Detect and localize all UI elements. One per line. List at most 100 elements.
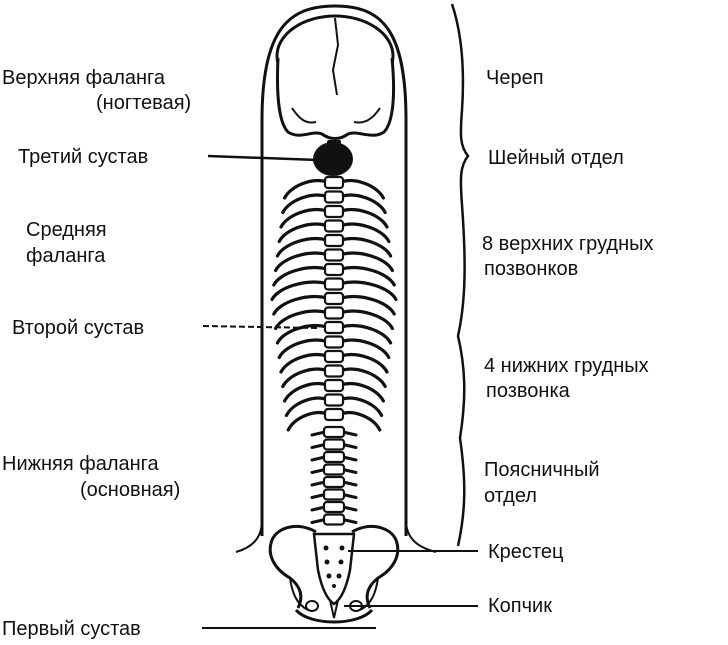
label-upper-phalanx: Верхняя фаланга [2,67,166,89]
cervical-vertebra [327,140,341,145]
label-coccyx: Копчик [488,595,552,617]
rib-left [281,193,329,215]
rib-right [339,237,393,258]
rib-left [272,295,329,316]
label-lumbar-1: Поясничный [484,459,600,481]
lumbar-vertebra [322,463,346,476]
rib-right [339,193,387,215]
pointer-third-joint [207,154,319,162]
label-third-joint: Третий сустав [18,146,148,168]
label-first-joint: Первый сустав [2,618,141,640]
lumbar-vertebra [322,425,346,439]
pubis [294,608,374,624]
pelvis-hip-left [289,577,309,611]
vertebra [323,291,345,306]
rib-right [339,382,385,403]
rib-right [339,280,398,302]
region-brace [450,3,470,547]
label-second-joint: Второй сустав [12,317,144,339]
skull-base [291,107,381,124]
pointer-second-joint [202,325,319,329]
rib-right [339,309,394,331]
vertebra [323,407,345,422]
lumbar-vertebra [322,438,346,451]
label-middle-phalanx-2: фаланга [26,245,106,267]
vertebra [323,378,345,393]
rib-right [339,411,382,432]
rib-left [283,179,329,200]
rib-left [284,396,329,418]
vertebra [323,320,345,335]
rib-right [339,367,387,389]
rib-left [275,237,329,258]
finger-outline [260,4,408,536]
lumbar-vertebra [322,488,346,501]
label-lower-phalanx: Нижняя фаланга [2,453,160,475]
rib-right [339,208,389,229]
label-lower-thoracic-2: позвонка [486,380,571,402]
label-sacrum: Крестец [488,541,563,563]
rib-left [274,309,329,331]
lumbar-process [310,430,358,437]
label-lumbar-2: отдел [484,485,537,507]
pelvis-left-wing [268,524,317,609]
rib-left [274,251,329,273]
skull [275,14,396,140]
rib-right [339,324,393,345]
sacrum-foramina [323,545,345,588]
rib-left [281,367,329,389]
lumbar-vertebra [322,513,346,526]
rib-right [339,251,394,273]
rib-right [339,338,391,360]
rib-right [339,396,384,418]
vertebral-column [270,140,398,526]
pelvis-hip-right [359,577,379,611]
finger-base-flare-left [235,519,263,553]
rib-left [277,222,329,244]
vertebra [323,277,345,291]
finger-base-flare-right [405,519,437,553]
sacrum-shape [312,532,356,606]
vertebra [323,204,345,219]
lumbar-process [310,480,358,487]
rib-left [279,353,329,374]
vertebra [323,306,345,320]
label-lower-thoracic-1: 4 нижних грудных [484,355,649,377]
vertebra [323,190,345,204]
label-upper-phalanx-note: (ногтевая) [96,92,191,114]
label-upper-thoracic-1: 8 верхних грудных [482,233,654,255]
lumbar-process [310,493,358,499]
rib-left [286,411,329,432]
label-skull: Череп [486,67,544,89]
vertebra [323,248,345,262]
vertebra [323,335,345,349]
vertebra [323,349,345,364]
rib-left [283,382,329,403]
skull-suture [331,17,340,96]
vertebra [323,393,345,407]
lumbar-process [310,518,358,524]
cervical-vertebra [327,147,341,152]
lumbar-process [310,443,358,449]
pelvis-right-wing [351,524,400,609]
lumbar-vertebra [322,500,346,514]
rib-right [339,179,385,200]
label-cervical: Шейный отдел [488,147,624,169]
lumbar-process [310,455,358,462]
rib-right [339,266,396,287]
vertebra [323,262,345,277]
skull-cranium [276,57,396,140]
vertebra [323,175,345,190]
vertebra [323,233,345,248]
label-upper-thoracic-2: позвонков [484,258,578,280]
lumbar-vertebra [322,475,346,489]
vertebra [323,219,345,233]
lumbar-process [310,505,358,512]
label-middle-phalanx-1: Средняя [26,219,107,241]
rib-right [339,222,391,244]
third-joint-mass [313,142,353,176]
vertebra [323,364,345,378]
rib-left [277,338,329,360]
pelvis [268,524,400,624]
